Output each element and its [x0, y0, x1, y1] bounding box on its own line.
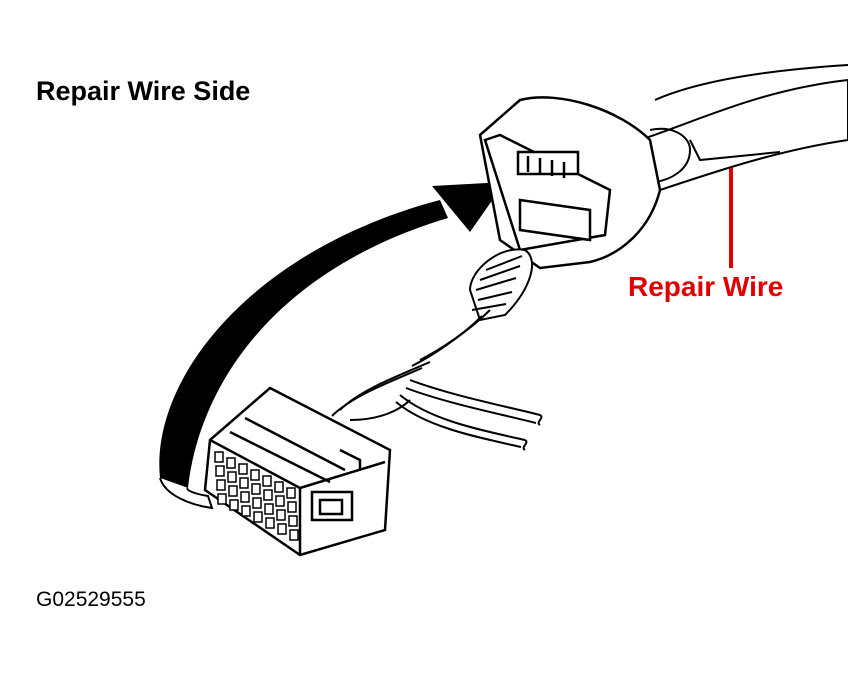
terminal-cell	[264, 503, 274, 515]
terminal-cell	[216, 479, 226, 491]
harness-cable	[638, 64, 848, 192]
figure-id: G02529555	[36, 588, 146, 611]
diagram-title: Repair Wire Side	[36, 76, 251, 106]
repair-wire-label: Repair Wire	[628, 271, 784, 302]
terminal-cell	[277, 523, 287, 535]
terminal-cell	[286, 487, 296, 499]
terminal-cell	[241, 505, 251, 517]
terminal-cell	[276, 509, 286, 521]
terminal-cell	[239, 477, 249, 489]
lower-connector	[203, 386, 392, 557]
terminal-cell	[263, 489, 273, 501]
terminal-cell	[217, 493, 227, 505]
terminal-cell	[238, 463, 248, 475]
terminal-cell	[227, 471, 237, 483]
terminal-cell	[287, 501, 297, 513]
terminal-cell	[253, 511, 263, 523]
terminal-cell	[252, 497, 262, 509]
terminal-cell	[215, 465, 225, 477]
terminal-cell	[275, 495, 285, 507]
terminal-grid	[214, 451, 299, 541]
connector-wires	[331, 309, 543, 451]
terminal-cell	[288, 515, 298, 527]
terminal-cell	[274, 481, 284, 493]
terminal-cell	[265, 517, 275, 529]
terminal-cell	[228, 485, 238, 497]
terminal-cell	[250, 469, 260, 481]
terminal-cell	[262, 475, 272, 487]
terminal-cell	[251, 483, 261, 495]
curved-arrow-icon	[159, 182, 505, 510]
corrugated-boot	[468, 248, 534, 322]
terminal-cell	[226, 457, 236, 469]
terminal-cell	[214, 451, 224, 463]
upper-connector	[478, 96, 662, 270]
terminal-cell	[229, 499, 239, 511]
terminal-cell	[289, 529, 299, 541]
terminal-cell	[240, 491, 250, 503]
